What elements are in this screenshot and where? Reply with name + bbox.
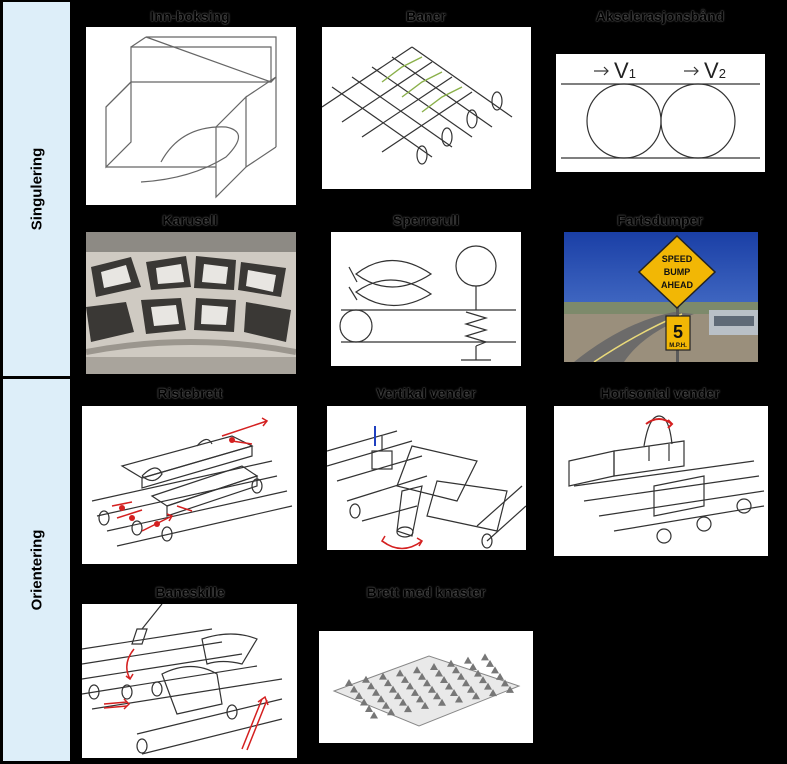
stud [367,682,375,690]
panel-sperrerull [331,232,521,366]
stud [450,689,458,696]
stud [479,676,487,684]
title-baner: Baner [406,8,446,24]
title-sperrerull: Sperrerull [392,212,460,228]
stud [491,666,499,674]
section-band-singulering: Singulering [3,2,70,376]
stud [418,672,426,680]
stud [489,689,497,697]
stud [452,666,460,674]
stud [345,679,353,686]
carousel-photo [86,232,296,374]
lanes-illustration [322,46,513,165]
stud [447,659,455,667]
stud [370,711,378,719]
shaker-board-illustration [91,417,293,547]
photo-fartsdumper: SPEED BUMP AHEAD 5 M.P.H. [564,232,758,362]
section-label-orientering: Orientering [28,529,45,611]
lane-divider-illustration [82,604,283,755]
photo-karusell [86,232,296,374]
stud [401,675,409,683]
panel-ristebrett [82,406,297,564]
sign-text-bump: BUMP [664,267,691,277]
title-vertikal-vender: Vertikal vender [376,385,476,401]
stud [360,698,368,706]
vertical-turner-illustration [327,426,526,550]
stud [457,672,465,680]
stud [430,663,438,670]
section-label-singulering: Singulering [28,147,45,231]
section-band-orientering: Orientering [3,379,70,761]
stud [435,669,443,677]
acceleration-belt-illustration: V1 V2 [561,58,760,159]
stud [413,666,421,674]
stud [355,692,363,699]
stud [387,708,395,716]
stud [396,669,404,677]
stud [472,692,480,700]
horizontal-turner-illustration [568,415,765,544]
stud [416,695,424,703]
title-karusell: Karusell [162,212,218,228]
stud [389,685,397,693]
panel-baneskille [82,604,297,758]
stud [481,653,489,661]
stud [464,656,472,664]
box-illustration [105,36,277,199]
stud [486,659,494,667]
stud [421,701,429,709]
stud [404,705,412,713]
stud [440,676,448,683]
panel-baner [322,27,531,189]
title-ristebrett: Ristebrett [157,385,223,401]
title-brett-med-knaster: Brett med knaster [366,584,486,600]
title-inn-boksing: Inn-boksing [150,8,230,24]
stud [372,688,380,696]
stud [394,692,402,700]
sign-text-speed: SPEED [662,254,693,264]
stud [474,669,482,677]
panel-vertikal-vender [327,406,526,550]
stud [379,672,387,680]
stud [501,679,509,687]
stud [382,701,390,709]
stud [384,679,392,687]
stud [377,695,385,703]
panel-akselerasjonsband: V1 V2 [556,54,765,172]
stud [411,688,419,696]
stud [433,692,441,700]
panel-brett-med-knaster [319,631,533,743]
stud [423,679,431,687]
stud [484,682,492,690]
title-baneskille: Baneskille [155,584,225,600]
stud [467,685,475,693]
panel-horisontal-vender [554,406,768,556]
velocity-1-label: V1 [614,58,636,83]
stud [496,672,504,680]
sign-limit-number: 5 [673,322,683,342]
sign-limit-unit: M.P.H. [669,343,687,349]
panel-inn-boksing [86,27,296,205]
title-horisontal-vender: Horisontal vender [600,385,720,401]
studded-board-illustration [332,653,521,727]
title-fartsdumper: Fartsdumper [617,212,703,228]
barrier-roll-illustration [339,245,516,361]
velocity-2-label: V2 [704,58,726,83]
stud [462,679,470,687]
stud [428,685,436,693]
stud [455,695,463,703]
stud [469,663,477,671]
stud [362,675,370,683]
stud [406,682,414,690]
speed-bump-photo: SPEED BUMP AHEAD 5 M.P.H. [564,232,758,362]
stud [506,685,514,693]
stud [365,705,373,712]
sign-text-ahead: AHEAD [661,280,694,290]
stud [399,698,407,706]
stud [438,698,446,706]
stud [445,682,453,690]
title-akselerasjonsband: Akselerasjonsbånd [595,8,725,24]
stud [350,685,358,693]
